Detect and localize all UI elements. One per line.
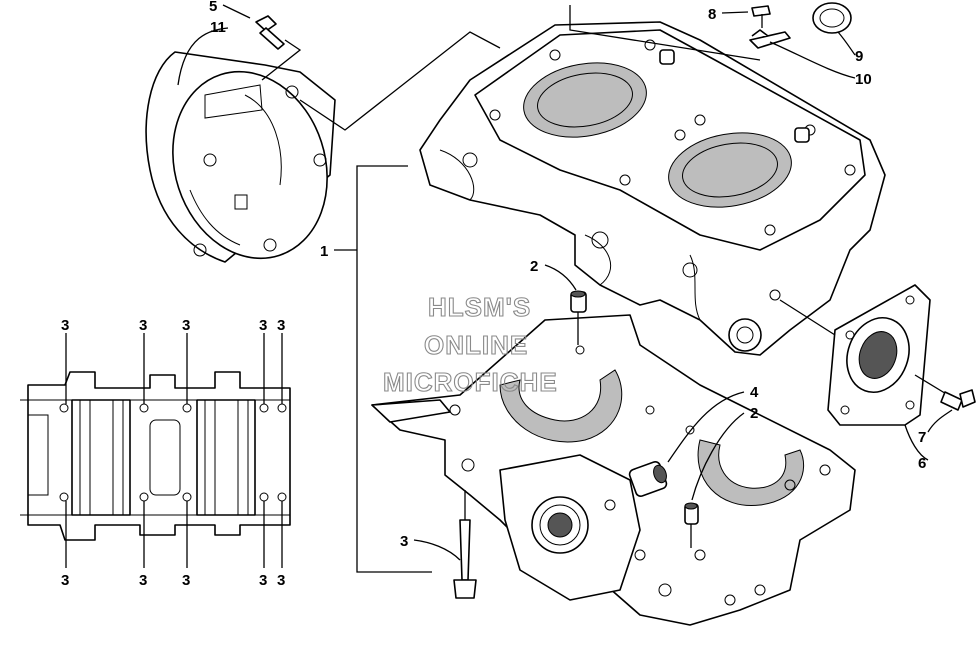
callout-3-bottom-3: 3 bbox=[182, 572, 190, 589]
long-bolt-3 bbox=[453, 490, 477, 599]
leader-10 bbox=[769, 41, 856, 79]
leader-2a bbox=[544, 264, 577, 291]
leader-9 bbox=[837, 31, 856, 56]
callout-6: 6 bbox=[918, 455, 926, 472]
clamp-10 bbox=[749, 29, 791, 49]
callout-3-bottom-2: 3 bbox=[139, 572, 147, 589]
callout-2-lower: 2 bbox=[750, 405, 758, 422]
callout-7: 7 bbox=[918, 429, 926, 446]
leader-top bbox=[569, 5, 761, 61]
ring-9 bbox=[812, 2, 852, 34]
screw-alignment bbox=[914, 374, 949, 396]
callout-3-bottom-1: 3 bbox=[61, 572, 69, 589]
callout-8: 8 bbox=[708, 6, 716, 23]
callout-3-bottom-4: 3 bbox=[259, 572, 267, 589]
bushing-4 bbox=[628, 460, 668, 498]
callout-4: 4 bbox=[750, 384, 759, 401]
lower-crankcase bbox=[371, 314, 856, 626]
leader-4 bbox=[667, 391, 745, 463]
callout-3-top-4: 3 bbox=[259, 317, 267, 334]
seal-alignment bbox=[779, 299, 836, 336]
bolt-pattern-view bbox=[20, 333, 291, 568]
watermark-line-1: HLSM'S bbox=[428, 292, 531, 322]
watermark-line-3: MICROFICHE bbox=[383, 367, 558, 397]
upper-crankcase bbox=[419, 21, 886, 356]
leader-bolt bbox=[261, 39, 302, 81]
screw-8 bbox=[751, 5, 771, 28]
callout-10: 10 bbox=[855, 71, 872, 88]
magneto-housing bbox=[145, 51, 336, 263]
callout-3-bolt: 3 bbox=[400, 533, 408, 550]
callout-5: 5 bbox=[209, 0, 217, 15]
callout-9: 9 bbox=[855, 48, 863, 65]
bolt-5 bbox=[255, 15, 285, 50]
callout-3-top-2: 3 bbox=[139, 317, 147, 334]
leader-8 bbox=[721, 11, 749, 14]
callout-3-bottom-5: 3 bbox=[277, 572, 285, 589]
leader-3b bbox=[413, 539, 461, 561]
leader-7 bbox=[927, 409, 953, 433]
watermark-line-2: ONLINE bbox=[424, 330, 528, 360]
callout-3-top-1: 3 bbox=[61, 317, 69, 334]
callout-3-top-3: 3 bbox=[182, 317, 190, 334]
watermark: HLSM'S ONLINE MICROFICHE bbox=[382, 291, 558, 397]
alignment-line bbox=[299, 31, 501, 131]
callout-2-upper: 2 bbox=[530, 258, 538, 275]
leader-5 bbox=[222, 4, 251, 19]
leader-2b bbox=[691, 412, 745, 501]
dowel-2-upper bbox=[570, 290, 587, 345]
callout-1: 1 bbox=[320, 243, 328, 260]
bracket-1 bbox=[356, 165, 432, 573]
leader-11 bbox=[177, 27, 229, 86]
leader-6 bbox=[904, 424, 929, 461]
callout-11: 11 bbox=[210, 19, 226, 36]
seal-plate-6 bbox=[827, 284, 931, 426]
screw-7 bbox=[940, 389, 976, 411]
callout-3-top-5: 3 bbox=[277, 317, 285, 334]
dowel-2-lower bbox=[684, 502, 699, 548]
